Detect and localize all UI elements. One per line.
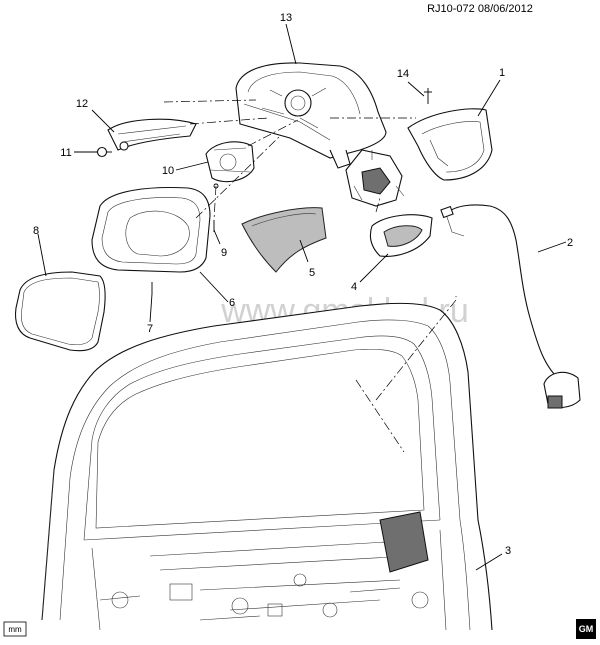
callout-9: 9 — [221, 247, 227, 259]
screw-part-14 — [424, 88, 432, 104]
callout-14: 14 — [397, 68, 409, 80]
gm-logo-text: GM — [579, 624, 594, 634]
callout-7: 7 — [147, 323, 153, 335]
callout-4: 4 — [351, 281, 357, 293]
callout-1: 1 — [499, 67, 505, 79]
diagram-code: RJ10-072 08/06/2012 — [427, 3, 533, 15]
callout-13: 13 — [280, 12, 292, 24]
callout-3: 3 — [505, 545, 511, 557]
callout-labels: 13 14 1 12 11 10 9 5 4 2 8 6 7 3 — [33, 12, 573, 557]
corner-mark-left: mm — [3, 621, 27, 637]
callout-6: 6 — [229, 297, 235, 309]
door-frame — [41, 302, 493, 631]
gasket-part-4 — [369, 214, 433, 257]
wiring-harness-part-2 — [440, 204, 581, 409]
leader-lines — [37, 23, 567, 571]
mirror-housing-part-13 — [235, 62, 387, 169]
turn-signal-part-12 — [107, 118, 197, 151]
clip-part-11 — [96, 146, 112, 158]
callout-8: 8 — [33, 225, 39, 237]
mirror-motor-part-10 — [205, 141, 255, 189]
trim-cover-part-5 — [241, 207, 327, 273]
callout-11: 11 — [60, 147, 71, 159]
callout-2: 2 — [567, 237, 573, 249]
callout-5: 5 — [309, 267, 315, 279]
gm-logo: GM — [576, 619, 596, 639]
assembly-lines — [163, 99, 457, 453]
mirror-mount-base — [345, 149, 405, 207]
callout-10: 10 — [162, 165, 174, 177]
callout-12: 12 — [76, 98, 88, 110]
mirror-cover-part-1 — [407, 108, 493, 181]
corner-left-label: mm — [8, 625, 22, 634]
mirror-glass-part-8 — [14, 271, 106, 352]
mirror-frame-part-6 — [91, 187, 211, 273]
